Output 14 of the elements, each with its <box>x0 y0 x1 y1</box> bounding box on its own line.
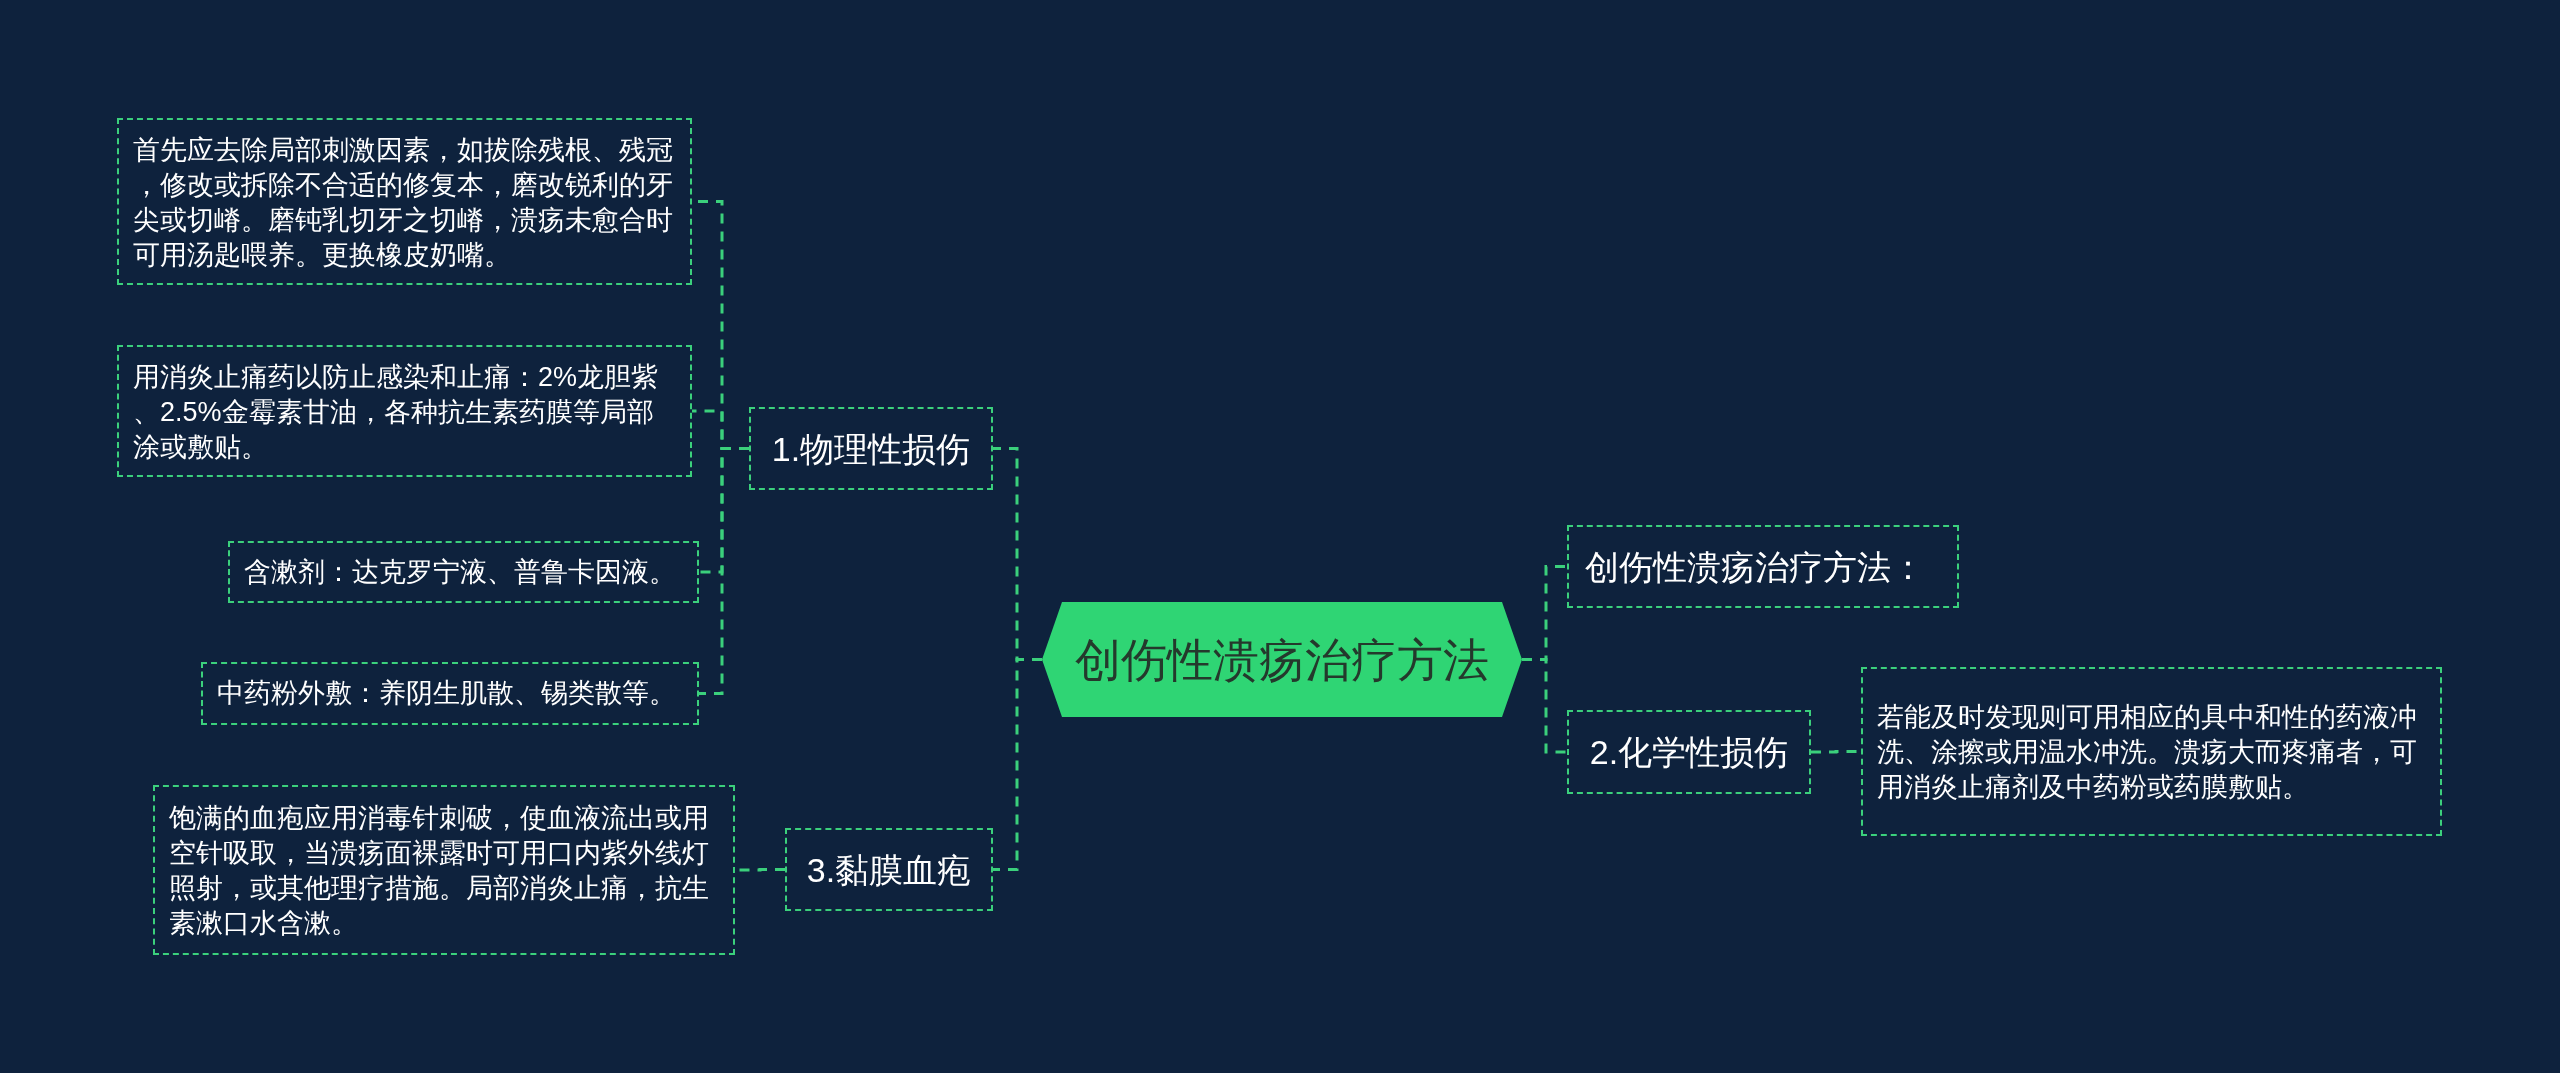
subtopic-box: 3.黏膜血疱 <box>785 828 993 911</box>
note-box: 中药粉外敷：养阴生肌散、锡类散等。 <box>201 662 699 725</box>
note-box: 若能及时发现则可用相应的具中和性的药液冲洗、涂擦或用温水冲洗。溃疡大而疼痛者，可用消炎止痛剂及中药粉或药膜敷贴。 <box>1861 667 2442 836</box>
subtopic-box: 2.化学性损伤 <box>1567 710 1811 794</box>
note-box: 首先应去除局部刺激因素，如拔除残根、残冠，修改或拆除不合适的修复本，磨改锐利的牙尖或切嵴。磨钝乳切牙之切嵴，溃疡未愈合时可用汤匙喂养。更换橡皮奶嘴。 <box>117 118 692 285</box>
connector-line <box>699 447 749 695</box>
note-box: 用消炎止痛药以防止感染和止痛：2%龙胆紫、2.5%金霉素甘油，各种抗生素药膜等局部涂或敷贴。 <box>117 345 692 477</box>
central-topic: 创伤性溃疡治疗方法 <box>1042 602 1522 717</box>
subtopic-box: 创伤性溃疡治疗方法： <box>1567 525 1959 608</box>
connector-line <box>1522 658 1567 754</box>
note-box: 含漱剂：达克罗宁液、普鲁卡因液。 <box>228 541 699 603</box>
note-box: 饱满的血疱应用消毒针刺破，使血液流出或用空针吸取，当溃疡面裸露时可用口内紫外线灯照射，或其他理疗措施。局部消炎止痛，抗生素漱口水含漱。 <box>153 785 735 955</box>
subtopic-box: 1.物理性损伤 <box>749 407 993 490</box>
connector-line <box>993 658 1042 871</box>
